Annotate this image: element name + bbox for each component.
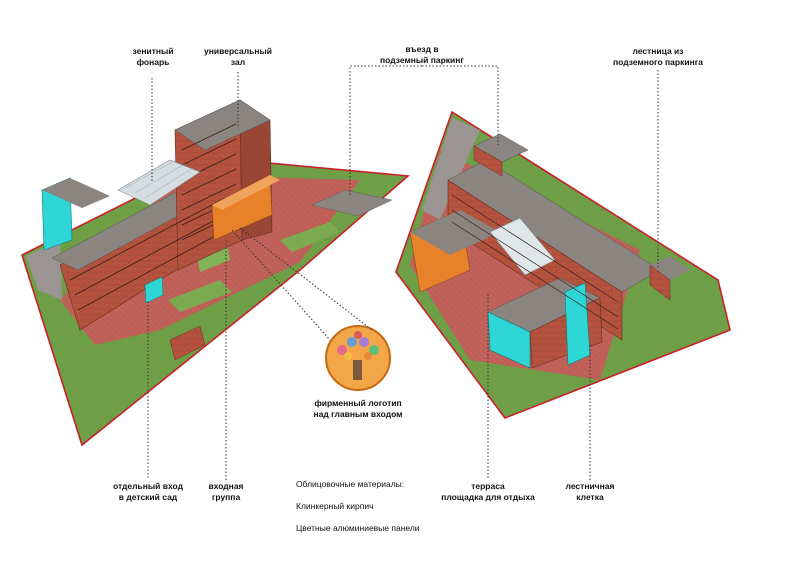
cyan-panel-left-end-roof xyxy=(42,178,110,208)
callout-skylight: зенитный фонарь xyxy=(132,46,174,67)
callout-parking-stair: лестница из подземного паркинга xyxy=(613,46,703,67)
company-logo xyxy=(325,325,391,391)
stairwell-core xyxy=(564,282,591,366)
leader-logo-a xyxy=(231,229,331,341)
materials-legend: Облицовочные материалы: Клинкерный кирпи… xyxy=(296,468,436,545)
callout-entrance: входная группа xyxy=(208,481,244,502)
materials-panels: Цветные алюминиевые панели xyxy=(296,523,420,533)
left-grey-pavement xyxy=(26,240,62,300)
left-lawn-patch xyxy=(168,280,232,312)
parking-entry-box-front xyxy=(473,145,503,177)
left-window-grid xyxy=(69,123,237,311)
callout-logo: фирменный логотип над главным входом xyxy=(313,398,403,419)
cyan-panel-small xyxy=(144,276,164,304)
terrace-glass xyxy=(489,217,556,276)
left-low-pavilion-roof xyxy=(311,189,393,217)
callout-stairwell: лестничная клетка xyxy=(565,481,615,502)
left-lawn-patch xyxy=(280,222,340,252)
right-grey-pavement xyxy=(422,118,480,220)
leader-parking-entry xyxy=(349,65,422,195)
callout-kindergarten: отдельный вход в детский сад xyxy=(113,481,183,502)
materials-brick: Клинкерный кирпич xyxy=(296,501,374,511)
left-building-model xyxy=(21,99,410,447)
callout-parking-entry: въезд в подземный паркинг xyxy=(380,44,464,65)
right-front-block-front xyxy=(487,311,531,369)
universal-hall-roof xyxy=(212,175,280,210)
callout-terrace: терраса площадка для отдыха xyxy=(441,481,535,502)
parking-stair-box-front xyxy=(649,264,671,301)
callout-hall: универсальный зал xyxy=(204,46,272,67)
tree-icon xyxy=(337,331,379,380)
right-window-grid xyxy=(451,194,619,330)
leader-parking-entry-right xyxy=(422,65,499,145)
skylight-glass xyxy=(117,159,201,206)
right-orange-roof xyxy=(410,210,500,255)
materials-title: Облицовочные материалы: xyxy=(296,479,405,489)
right-building-model xyxy=(395,110,731,419)
leader-lines xyxy=(147,65,659,480)
parking-stair-box xyxy=(650,256,690,280)
left-low-pavilion xyxy=(169,325,206,361)
